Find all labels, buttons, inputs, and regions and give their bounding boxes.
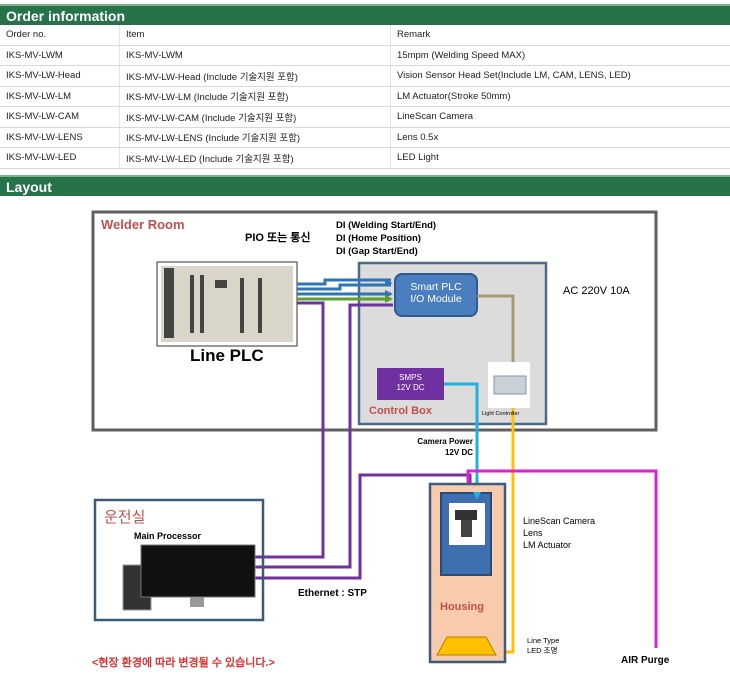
light-controller-label: Light Controller bbox=[482, 411, 520, 417]
ethernet-line-2 bbox=[255, 303, 393, 569]
led-line: Line Type bbox=[527, 636, 560, 645]
air-purge-label: AIR Purge bbox=[621, 655, 670, 666]
di-line-2 bbox=[297, 283, 391, 291]
di-label: DI (Gap Start/End) bbox=[336, 246, 418, 257]
camera-power-line: 12V DC bbox=[444, 448, 473, 457]
camera-power-label: Camera Power 12V DC bbox=[400, 436, 473, 458]
cell: Lens 0.5x bbox=[390, 127, 730, 148]
cell: LineScan Camera bbox=[390, 106, 730, 128]
layout-header: Layout bbox=[0, 175, 730, 196]
cell: IKS-MV-LW-LM bbox=[0, 86, 120, 107]
led-light-icon bbox=[436, 636, 497, 656]
light-controller-device bbox=[493, 375, 527, 395]
head-item: LineScan Camera bbox=[523, 516, 596, 526]
cell: IKS-MV-LW-CAM (Include 기술지원 포함) bbox=[119, 106, 391, 128]
plc-modules bbox=[164, 268, 262, 338]
cell: IKS-MV-LWM bbox=[119, 45, 391, 66]
di-label: DI (Welding Start/End) bbox=[336, 220, 437, 231]
smps-line: 12V DC bbox=[396, 383, 425, 392]
header-order-no: Order no. bbox=[0, 25, 120, 46]
camera-power-line: Camera Power bbox=[417, 437, 473, 446]
control-room-label: 운전실 bbox=[104, 509, 146, 526]
line-plc-label: Line PLC bbox=[190, 346, 264, 365]
cell: LED Light bbox=[390, 147, 730, 169]
head-item: LM Actuator bbox=[523, 540, 572, 550]
ethernet-line-1 bbox=[255, 301, 325, 559]
smps-line: SMPS bbox=[399, 373, 422, 382]
pio-label: PIO 또는 통신 bbox=[245, 232, 311, 244]
di-labels: DI (Welding Start/End) DI (Home Position)… bbox=[336, 219, 436, 258]
cell: IKS-MV-LW-CAM bbox=[0, 106, 120, 128]
cell: IKS-MV-LW-LM (Include 기술지원 포함) bbox=[119, 86, 391, 107]
cell: LM Actuator(Stroke 50mm) bbox=[390, 86, 730, 107]
camera-power-line bbox=[444, 382, 479, 498]
welder-room-label: Welder Room bbox=[101, 217, 185, 232]
note-label: <현장 환경에 따라 변경될 수 있습니다.> bbox=[92, 657, 275, 669]
plc-body bbox=[161, 266, 293, 342]
cell: IKS-MV-LW-LENS (Include 기술지원 포함) bbox=[119, 127, 391, 148]
cell: IKS-MV-LW-LENS bbox=[0, 127, 120, 148]
order-information-header: Order information bbox=[0, 4, 730, 25]
header-remark: Remark bbox=[390, 25, 730, 46]
header-item: Item bbox=[119, 25, 391, 46]
control-room-box bbox=[93, 498, 265, 622]
cell: IKS-MV-LW-LED (Include 기술지원 포함) bbox=[119, 147, 391, 169]
camera-icon bbox=[455, 510, 477, 520]
ethernet-label: Ethernet : STP bbox=[298, 588, 367, 599]
led-line: LED 조명 bbox=[527, 646, 558, 655]
cell: IKS-MV-LW-LED bbox=[0, 147, 120, 169]
monitor bbox=[140, 544, 256, 598]
control-box-label: Control Box bbox=[369, 405, 432, 417]
main-processor-label: Main Processor bbox=[134, 531, 202, 541]
di-label: DI (Home Position) bbox=[336, 233, 421, 244]
housing-label: Housing bbox=[440, 601, 484, 613]
head-item: Lens bbox=[523, 528, 543, 538]
cell: IKS-MV-LWM bbox=[0, 45, 120, 66]
cell: IKS-MV-LW-Head bbox=[0, 65, 120, 87]
ac-label: AC 220V 10A bbox=[563, 285, 630, 297]
smart-plc-line: I/O Module bbox=[410, 293, 462, 305]
smart-plc-line: Smart PLC bbox=[410, 281, 462, 293]
smps-box bbox=[377, 368, 444, 400]
light-control-line bbox=[477, 294, 515, 362]
cell: IKS-MV-LW-Head (Include 기술지원 포함) bbox=[119, 65, 391, 87]
cell: 15mpm (Welding Speed MAX) bbox=[390, 45, 730, 66]
di-line-1 bbox=[297, 278, 391, 286]
welder-room-box bbox=[91, 210, 658, 432]
cell: Vision Sensor Head Set(Include LM, CAM, … bbox=[390, 65, 730, 87]
